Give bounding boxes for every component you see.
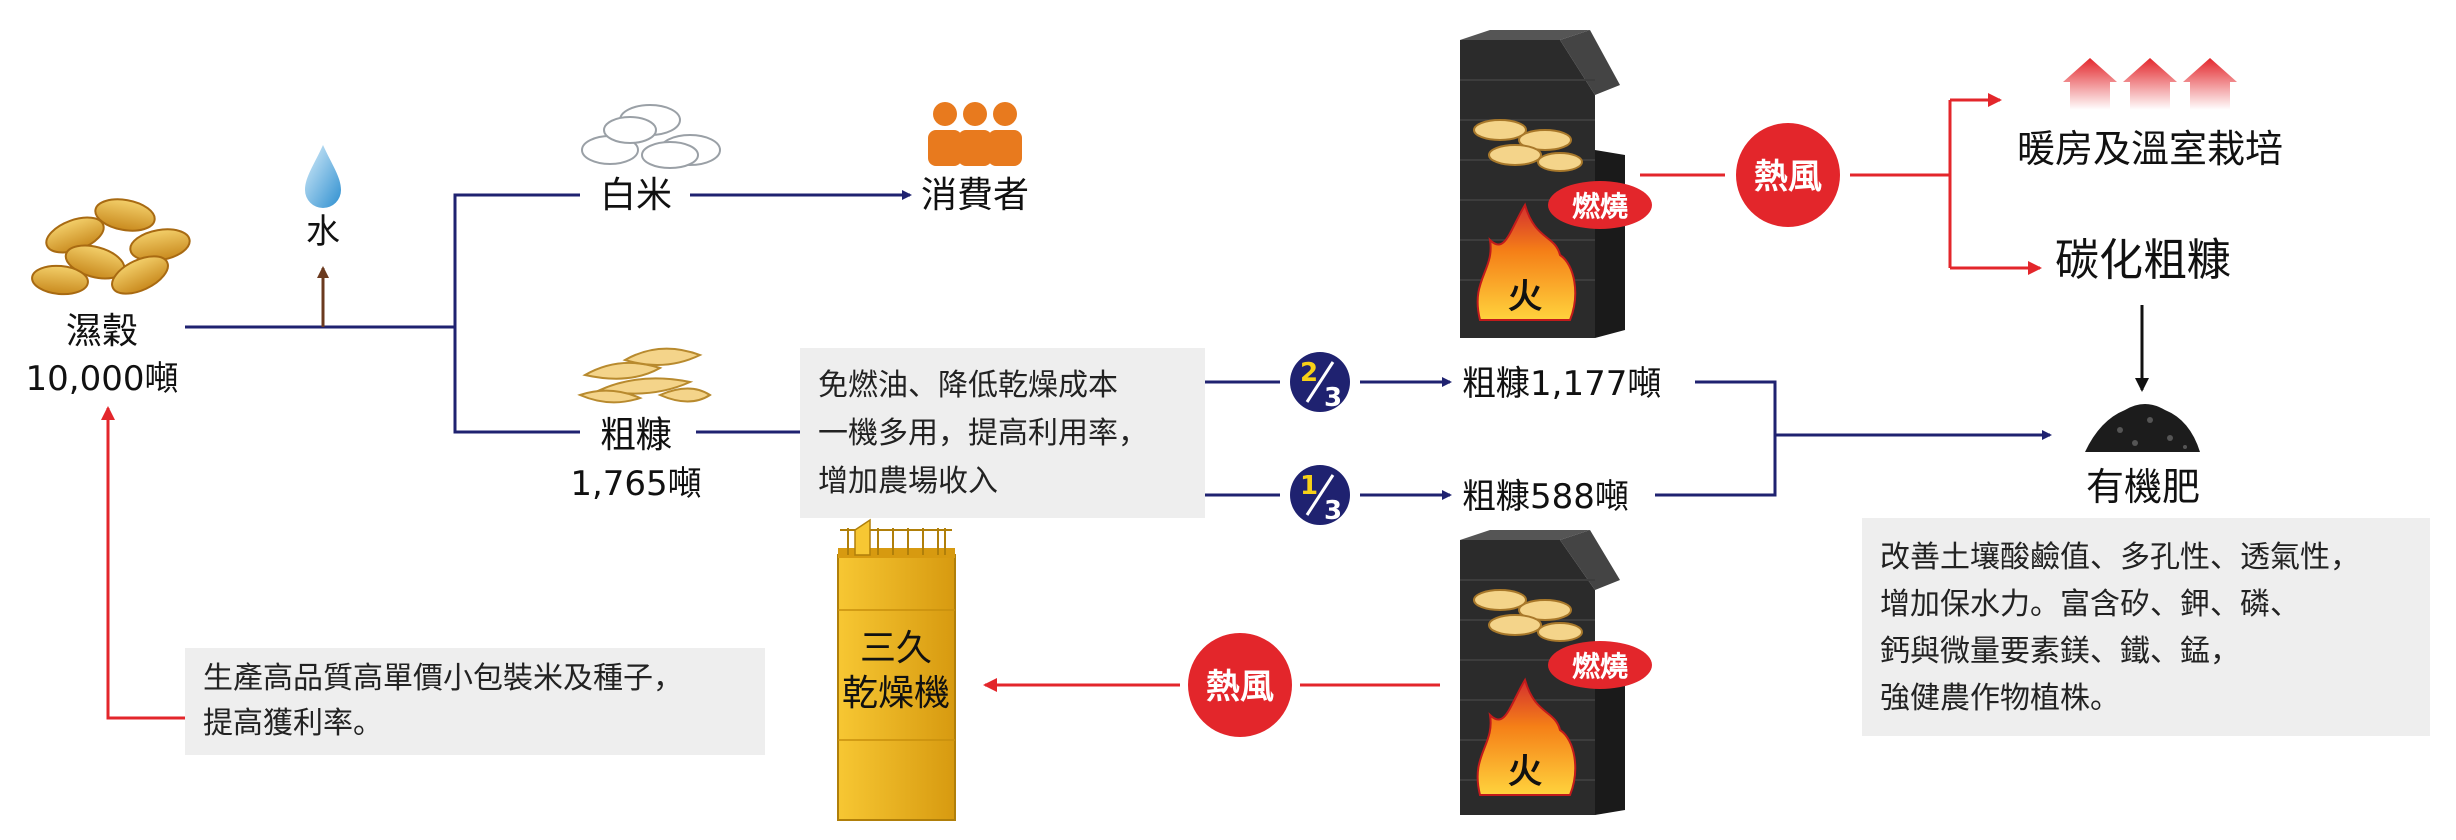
water-label: 水 [306,212,340,252]
fertilizer-label: 有機肥 [2086,465,2200,509]
fertilizer-line: 鈣與微量要素鎂、鐵、錳， [1880,634,2240,669]
soil-pile-icon [2085,404,2200,452]
return-line: 提高獲利率。 [203,706,383,741]
carbonized-label: 碳化粗糠 [2055,235,2231,286]
hot-air-badge-bottom: 熱風 [1188,633,1292,737]
benefit-line: 免燃油、降低乾燥成本 [818,368,1118,403]
return-box: 生產高品質高單價小包裝米及種子， 提高獲利率。 [185,648,765,755]
dryer-brand-label: 三久 [860,628,932,669]
husk-label: 粗糠 [600,415,672,456]
white-rice-icon [581,104,721,169]
people-icon [928,102,1022,166]
fraction-bottom-denominator: 3 [1324,496,1342,526]
furnace-bottom: 火 [1460,530,1625,815]
input-amount: 10,000噸 [26,359,179,399]
fertilizer-line: 強健農作物植株。 [1880,681,2120,716]
dryer-name-label: 乾燥機 [842,673,950,714]
fraction-bottom-numerator: 1 [1300,471,1318,501]
benefit-line: 增加農場收入 [818,464,998,499]
fertilizer-line: 改善土壤酸鹼值、多孔性、透氣性， [1880,540,2360,575]
greenhouse-label: 暖房及溫室栽培 [2017,127,2283,171]
wet-grain-icon [31,198,191,296]
fraction-top-denominator: 3 [1324,383,1342,413]
husk-bottom-label: 粗糠588噸 [1462,477,1629,517]
hot-air-lines [101,93,2042,720]
water-drop-icon [305,145,341,208]
return-line: 生產高品質高單價小包裝米及種子， [203,661,683,696]
fraction-top-numerator: 2 [1300,358,1318,388]
svg-text:燃燒: 燃燒 [1572,650,1628,683]
main-flow-lines [185,190,2052,500]
fraction-two-thirds: 2 3 [1290,352,1350,413]
greenhouse-icon [2063,58,2237,110]
hot-air-badge-top: 熱風 [1736,123,1840,227]
fertilizer-line: 增加保水力。富含矽、鉀、磷、 [1880,587,2300,622]
fertilizer-box: 改善土壤酸鹼值、多孔性、透氣性， 增加保水力。富含矽、鉀、磷、 鈣與微量要素鎂、… [1862,518,2430,736]
fraction-one-third: 1 3 [1290,465,1350,526]
benefit-box: 免燃油、降低乾燥成本 一機多用，提高利用率， 增加農場收入 [800,348,1205,518]
fire-label-top: 火 [1508,277,1542,317]
husk-top-label: 粗糠1,177噸 [1462,364,1661,404]
consumer-label: 消費者 [921,175,1029,216]
svg-text:燃燒: 燃燒 [1572,190,1628,223]
husk-icon [577,347,712,404]
furnace-top: 火 [1460,30,1625,338]
benefit-line: 一機多用，提高利用率， [818,416,1148,451]
burn-badge-bottom: 燃燒 [1548,641,1652,689]
dryer-tower-icon [837,518,956,821]
svg-text:熱風: 熱風 [1754,157,1822,197]
fire-label-bottom: 火 [1508,752,1542,792]
white-rice-label: 白米 [600,175,672,216]
husk-amount: 1,765噸 [570,464,701,504]
svg-text:熱風: 熱風 [1206,667,1274,707]
burn-badge-top: 燃燒 [1548,181,1652,229]
input-label: 濕穀 [66,311,138,352]
